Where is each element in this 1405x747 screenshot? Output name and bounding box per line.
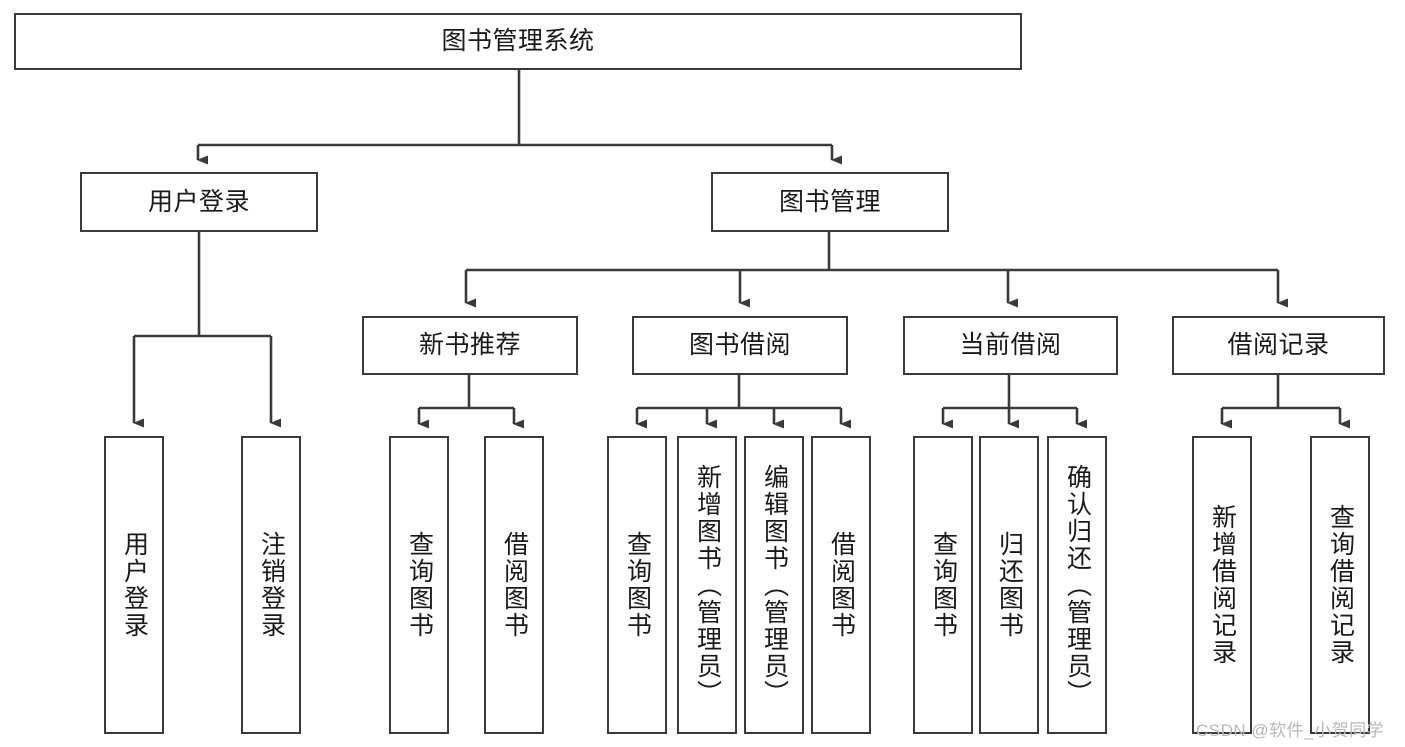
watermark-text: CSDN @软件_小贺同学 xyxy=(1196,721,1385,740)
leaf-borrow-query-book[interactable]: 查询图书 xyxy=(607,436,667,734)
node-current-borrow[interactable]: 当前借阅 xyxy=(903,316,1118,375)
node-label: 查询图书 xyxy=(623,531,652,639)
node-label: 图书管理 xyxy=(778,187,881,216)
leaf-new-book-query[interactable]: 查询图书 xyxy=(389,436,449,734)
leaf-current-return-book[interactable]: 归还图书 xyxy=(979,436,1039,734)
leaf-user-login-login[interactable]: 用户登录 xyxy=(104,436,164,734)
node-label: 借阅图书 xyxy=(827,531,856,639)
node-book-management[interactable]: 图书管理 xyxy=(711,172,949,232)
leaf-borrow-borrow-book[interactable]: 借阅图书 xyxy=(811,436,871,734)
node-label: 借阅记录 xyxy=(1227,331,1330,360)
node-label: 确认归还（管理员） xyxy=(1063,463,1092,707)
leaf-borrow-add-book-admin[interactable]: 新增图书（管理员） xyxy=(677,436,737,734)
node-label: 新增图书（管理员） xyxy=(693,463,722,707)
node-book-borrow[interactable]: 图书借阅 xyxy=(632,316,848,375)
node-label: 用户登录 xyxy=(120,531,149,639)
node-label: 新增借阅记录 xyxy=(1208,504,1237,666)
node-label: 查询借阅记录 xyxy=(1326,504,1355,666)
node-new-book-recommend[interactable]: 新书推荐 xyxy=(362,316,578,375)
leaf-current-confirm-return-admin[interactable]: 确认归还（管理员） xyxy=(1047,436,1107,734)
node-borrow-record[interactable]: 借阅记录 xyxy=(1172,316,1385,375)
leaf-borrow-edit-book-admin[interactable]: 编辑图书（管理员） xyxy=(744,436,804,734)
leaf-new-book-borrow[interactable]: 借阅图书 xyxy=(484,436,544,734)
node-root-system[interactable]: 图书管理系统 xyxy=(14,13,1022,70)
node-label: 图书管理系统 xyxy=(441,27,595,56)
node-label: 查询图书 xyxy=(405,531,434,639)
leaf-user-login-logout[interactable]: 注销登录 xyxy=(241,436,301,734)
node-label: 借阅图书 xyxy=(500,531,529,639)
node-label: 注销登录 xyxy=(257,531,286,639)
node-label: 查询图书 xyxy=(929,531,958,639)
node-label: 当前借阅 xyxy=(959,331,1062,360)
leaf-record-query-record[interactable]: 查询借阅记录 xyxy=(1310,436,1370,734)
node-user-login[interactable]: 用户登录 xyxy=(80,172,318,232)
node-label: 编辑图书（管理员） xyxy=(760,463,789,707)
leaf-record-add-record[interactable]: 新增借阅记录 xyxy=(1192,436,1252,734)
node-label: 归还图书 xyxy=(995,531,1024,639)
node-label: 用户登录 xyxy=(147,187,250,216)
node-label: 图书借阅 xyxy=(688,331,791,360)
node-label: 新书推荐 xyxy=(418,331,521,360)
leaf-current-query-book[interactable]: 查询图书 xyxy=(913,436,973,734)
